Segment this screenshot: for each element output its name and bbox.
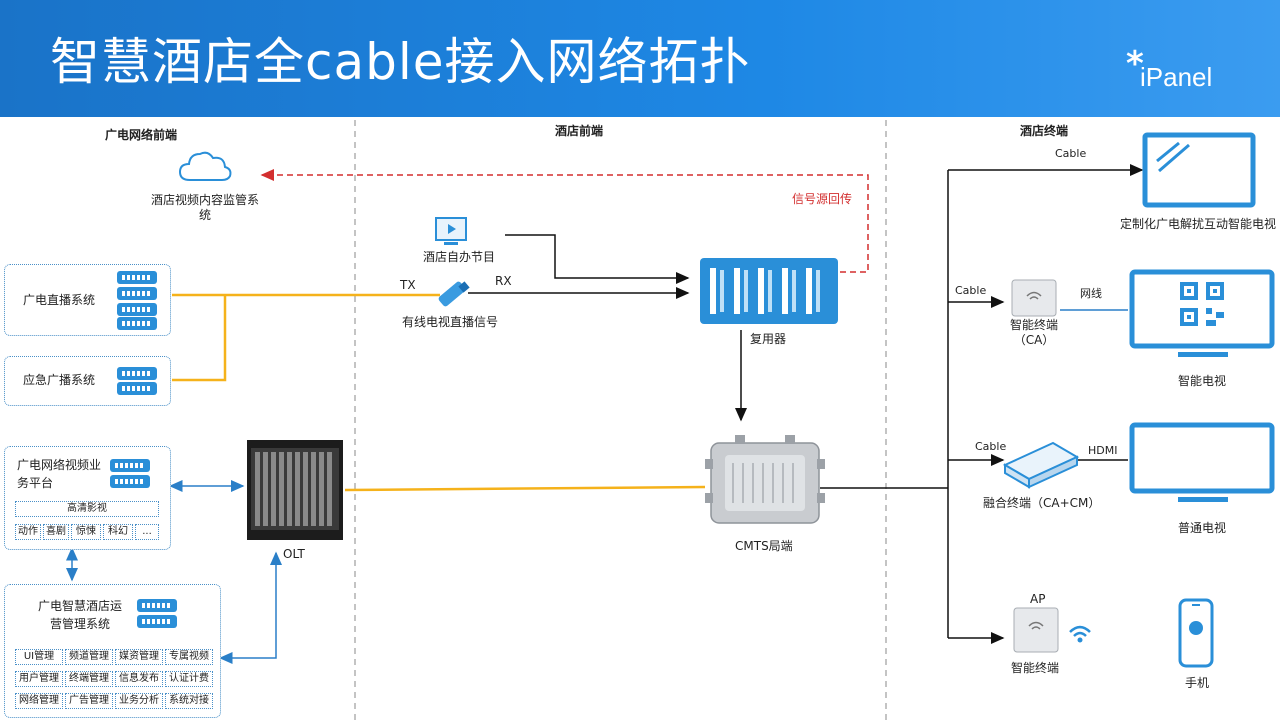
cloud-label: 酒店视频内容监管系统 xyxy=(150,193,259,222)
module-tag: 专属视频 xyxy=(165,649,213,665)
olt-cmts-line xyxy=(344,485,706,492)
return-dashed-line xyxy=(260,169,869,273)
ops-system-title: 广电智慧酒店运营管理系统 xyxy=(37,599,122,631)
normal-tv-label: 普通电视 xyxy=(1178,521,1227,535)
olt-label: OLT xyxy=(283,547,305,561)
server-icon xyxy=(117,317,157,330)
module-tag: 业务分析 xyxy=(115,693,163,709)
smart-terminal-ca-label: 智能终端（CA） xyxy=(1009,318,1058,347)
genre-tag: 喜剧 xyxy=(43,524,69,540)
cable-plug-icon xyxy=(438,281,470,307)
hotel-program-label: 酒店自办节目 xyxy=(423,250,496,264)
section-label-hotel-frontend: 酒店前端 xyxy=(555,124,604,138)
tv-custom-label: 定制化广电解扰互动智能电视 xyxy=(1120,217,1277,231)
ipanel-logo-mark: * xyxy=(1126,44,1144,84)
cable-signal-label: 有线电视直播信号 xyxy=(402,315,499,329)
fusion-terminal-icon xyxy=(1002,441,1080,489)
cmts-device-icon xyxy=(705,435,825,524)
ipanel-logo: iPanel xyxy=(1140,62,1213,92)
cloud-icon xyxy=(178,151,232,181)
genre-tag: ... xyxy=(135,524,159,540)
phone-icon xyxy=(1178,598,1214,668)
header-banner: 智慧酒店全cable接入网络拓扑 * iPanel xyxy=(0,0,1280,117)
multiplexer-icon xyxy=(700,258,838,324)
module-tag: 网络管理 xyxy=(15,693,63,709)
ap-terminal-icon xyxy=(1013,607,1059,653)
server-icon xyxy=(110,475,150,488)
cmts-label: CMTS局端 xyxy=(735,539,793,553)
module-tag: 频道管理 xyxy=(65,649,113,665)
module-tag: 信息发布 xyxy=(115,671,163,687)
emergency-system-box: 应急广播系统 xyxy=(4,356,171,406)
program-arrow xyxy=(505,234,690,284)
module-tag: 用户管理 xyxy=(15,671,63,687)
server-icon xyxy=(117,271,157,284)
page-title: 智慧酒店全cable接入网络拓扑 xyxy=(50,33,751,91)
network-line-label: 网线 xyxy=(1080,287,1102,300)
module-tag: 广告管理 xyxy=(65,693,113,709)
server-icon xyxy=(137,599,177,612)
module-tag: 认证计费 xyxy=(165,671,213,687)
smart-terminal-label: 智能终端 xyxy=(1011,661,1060,675)
genre-tag: 惊悚 xyxy=(71,524,101,540)
video-monitor-icon xyxy=(435,217,467,245)
rx-label: RX xyxy=(495,274,512,288)
cable-label: Cable xyxy=(955,284,987,297)
server-icon xyxy=(117,382,157,395)
section-label-frontend: 广电网络前端 xyxy=(105,128,178,142)
smart-tv-label: 智能电视 xyxy=(1178,374,1227,388)
server-icon xyxy=(117,303,157,316)
emergency-system-label: 应急广播系统 xyxy=(23,373,96,387)
multiplexer-label: 复用器 xyxy=(750,332,787,346)
genre-tag: 动作 xyxy=(15,524,41,540)
cable-label: Cable xyxy=(1055,147,1087,160)
video-platform-title: 广电网络视频业务平台 xyxy=(17,458,102,490)
normal-tv-icon xyxy=(1129,422,1275,502)
server-icon xyxy=(117,287,157,300)
hdmi-label: HDMI xyxy=(1088,444,1118,457)
hd-movie-banner: 高清影视 xyxy=(15,501,159,517)
ap-label: AP xyxy=(1030,592,1046,606)
olt-chassis-icon xyxy=(247,440,343,540)
cable-label: Cable xyxy=(975,440,1007,453)
smart-tv-icon xyxy=(1129,269,1275,357)
server-icon xyxy=(117,367,157,380)
phone-label: 手机 xyxy=(1185,676,1210,690)
live-system-box: 广电直播系统 xyxy=(4,264,171,336)
ops-system-box: 广电智慧酒店运营管理系统 UI管理 频道管理 媒资管理 专属视频 用户管理 终端… xyxy=(4,584,221,718)
section-label-hotel-terminal: 酒店终端 xyxy=(1020,124,1069,138)
genre-tag: 科幻 xyxy=(103,524,133,540)
server-icon xyxy=(137,615,177,628)
module-tag: 终端管理 xyxy=(65,671,113,687)
wifi-icon xyxy=(1069,625,1091,643)
module-tag: 媒资管理 xyxy=(115,649,163,665)
server-icon xyxy=(110,459,150,472)
live-system-label: 广电直播系统 xyxy=(23,293,96,307)
tv-custom-icon xyxy=(1142,132,1256,208)
tx-label: TX xyxy=(400,278,416,292)
smart-terminal-ca-icon xyxy=(1011,279,1057,317)
return-label: 信号源回传 xyxy=(792,192,853,206)
video-platform-box: 广电网络视频业务平台 高清影视 动作 喜剧 惊悚 科幻 ... xyxy=(4,446,171,550)
module-tag: 系统对接 xyxy=(165,693,213,709)
fusion-terminal-label: 融合终端（CA+CM） xyxy=(983,496,1101,510)
module-tag: UI管理 xyxy=(15,649,63,665)
emergency-signal-line xyxy=(172,295,227,382)
ops-olt-arrow xyxy=(219,551,282,664)
